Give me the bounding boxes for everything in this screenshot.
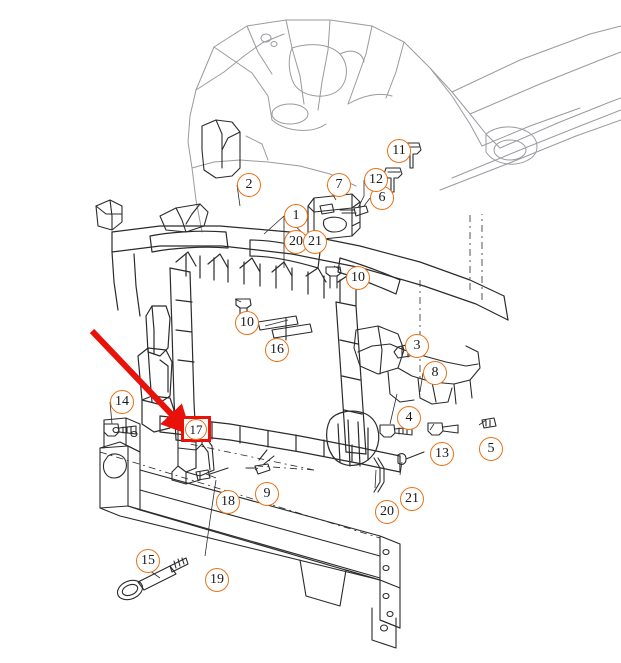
callout-3: 3	[405, 334, 429, 358]
callout-7: 7	[327, 173, 351, 197]
callout-17-highlighted: 17	[181, 416, 211, 442]
callout-21: 21	[303, 230, 327, 254]
seal-strip-part-16	[257, 315, 313, 341]
front-body-panel-upper	[95, 119, 241, 233]
callout-number-label: 17	[185, 418, 207, 440]
vehicle-body-shell-outline	[187, 19, 621, 233]
rod-parts-20-21	[373, 451, 425, 493]
tow-eye-part-15	[116, 557, 189, 601]
callout-16: 16	[265, 338, 289, 362]
callout-21: 21	[400, 487, 424, 511]
callout-8: 8	[423, 361, 447, 385]
callout-13: 13	[430, 442, 454, 466]
assembly-guide-lines	[99, 212, 483, 539]
callout-5: 5	[479, 437, 503, 461]
callout-20: 20	[284, 230, 308, 254]
callout-2: 2	[237, 173, 261, 197]
callout-18: 18	[216, 490, 240, 514]
callout-15: 15	[136, 549, 160, 573]
callout-10: 10	[235, 311, 259, 335]
callout-19: 19	[205, 568, 229, 592]
callout-9: 9	[255, 482, 279, 506]
callout-4: 4	[397, 406, 421, 430]
callout-12: 12	[364, 168, 388, 192]
callout-10: 10	[346, 266, 370, 290]
red-pointer-arrow	[89, 328, 192, 436]
callout-11: 11	[387, 139, 411, 163]
callout-20: 20	[375, 500, 399, 524]
callout-1: 1	[284, 204, 308, 228]
callout-14: 14	[110, 390, 134, 414]
